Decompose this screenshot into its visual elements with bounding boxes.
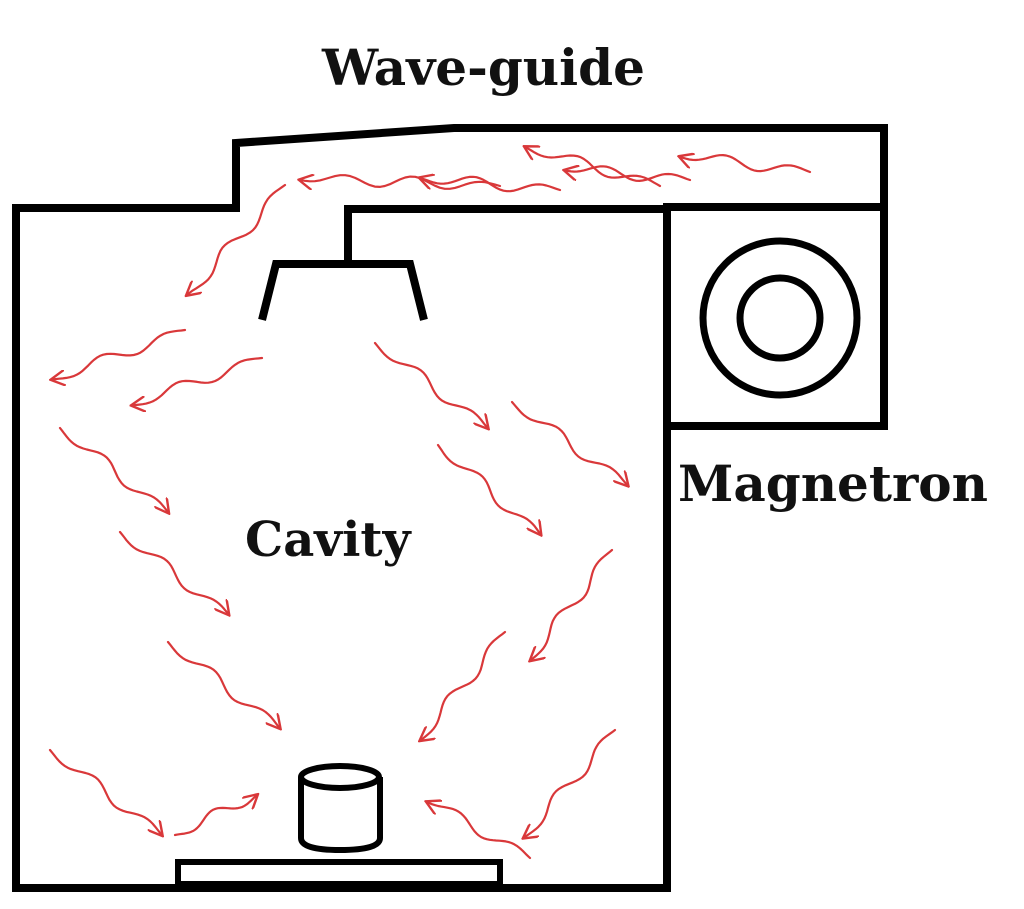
food-container (298, 763, 383, 854)
microwave-waves (48, 147, 812, 860)
wavy-arrow-icon (524, 728, 617, 838)
magnetron-inner-ring (736, 274, 824, 362)
wavy-arrow-icon (173, 795, 257, 837)
wavy-arrow-icon (427, 802, 532, 860)
wavy-arrow-icon (525, 147, 662, 188)
magnetron-outer-ring (699, 237, 861, 399)
oven-outline (12, 124, 888, 892)
wavy-arrow-icon (58, 426, 168, 513)
wavy-arrow-icon (420, 630, 507, 740)
wavy-arrow-icon (118, 530, 229, 614)
wavy-arrow-icon (680, 155, 812, 174)
wavy-arrow-icon (48, 748, 162, 835)
waveguide-inner-wall (344, 205, 671, 258)
magnetron-label: Magnetron (678, 454, 989, 513)
waveguide-label: Wave-guide (322, 38, 645, 97)
wavy-arrow-icon (52, 328, 187, 380)
wavy-arrow-icon (132, 356, 264, 405)
wavy-arrow-icon (531, 548, 614, 660)
wavy-arrow-icon (166, 640, 280, 728)
magnetron-housing (663, 203, 888, 430)
wavy-arrow-icon (436, 443, 541, 534)
turntable-plate (175, 859, 503, 887)
wavy-arrow-icon (373, 341, 488, 428)
wavy-arrow-icon (300, 175, 502, 189)
antenna-stirrer (258, 250, 428, 321)
wavy-arrow-icon (565, 166, 692, 182)
wavy-arrow-icon (510, 400, 628, 486)
cavity-label: Cavity (245, 512, 411, 568)
wavy-arrow-icon (187, 183, 287, 295)
